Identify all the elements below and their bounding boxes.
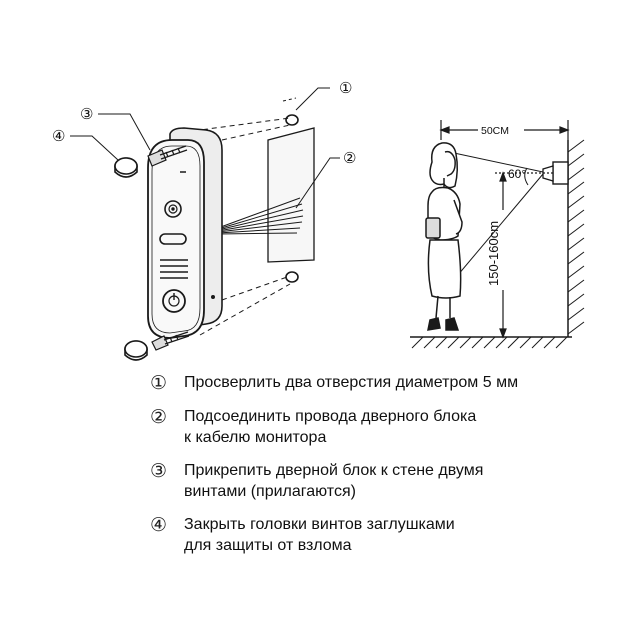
- step-line: Прикрепить дверной блок к стене двумя: [184, 462, 484, 479]
- wire-bundle-icon: [217, 197, 304, 235]
- mounted-unit: [552, 161, 569, 185]
- bell-button-icon: [162, 289, 186, 313]
- step-1: ① Просверлить два отверстия диаметром 5 …: [150, 372, 620, 394]
- person-figure: [425, 142, 463, 331]
- camera-lens-icon: [164, 200, 182, 218]
- drill-hole-top: [285, 114, 299, 126]
- wall-hatch: [567, 139, 585, 335]
- distance-label: 50CM: [481, 125, 509, 137]
- step-line: к кабелю монитора: [184, 429, 327, 446]
- step-number: ④: [150, 514, 168, 536]
- step-line: для защиты от взлома: [184, 537, 352, 554]
- callout-1: ①: [339, 80, 352, 97]
- drill-hole-bottom: [285, 271, 299, 283]
- step-text: Закрыть головки винтов заглушками для за…: [184, 514, 455, 556]
- instruction-steps: ① Просверлить два отверстия диаметром 5 …: [150, 372, 620, 568]
- panel-front: [147, 139, 205, 339]
- callout-4: ④: [52, 128, 65, 145]
- step-number: ①: [150, 372, 168, 394]
- step-line: Просверлить два отверстия диаметром 5 мм: [184, 374, 519, 391]
- step-text: Прикрепить дверной блок к стене двумя ви…: [184, 460, 483, 502]
- step-text: Просверлить два отверстия диаметром 5 мм: [184, 372, 518, 393]
- step-4: ④ Закрыть головки винтов заглушками для …: [150, 514, 620, 556]
- step-number: ③: [150, 460, 168, 482]
- step-2: ② Подсоединить провода дверного блока к …: [150, 406, 620, 448]
- screw-icon: [147, 145, 188, 167]
- step-line: Закрыть головки винтов заглушками: [184, 516, 455, 533]
- step-text: Подсоединить провода дверного блока к ка…: [184, 406, 476, 448]
- step-number: ②: [150, 406, 168, 428]
- projection-lines: [184, 117, 291, 336]
- cap-icon: [124, 340, 148, 361]
- door-panel-assembly: [70, 87, 340, 361]
- floor-hatch: [411, 336, 568, 349]
- step-3: ③ Прикрепить дверной блок к стене двумя …: [150, 460, 620, 502]
- speaker-grille-icon: [160, 259, 188, 279]
- mounting-height-diagram: [410, 120, 585, 349]
- leader-lines: [70, 87, 340, 209]
- screw-icon: [151, 331, 190, 351]
- height-label: 150-160cm: [486, 221, 501, 286]
- view-angle-lines: [439, 149, 544, 283]
- height-dimension: [495, 171, 555, 339]
- callouts: ① ② ③ ④: [52, 80, 356, 167]
- led-bar: [159, 233, 187, 245]
- distance-dimension: [439, 120, 570, 140]
- installation-diagram: ① ② ③ ④: [52, 80, 585, 361]
- wall-plate: [267, 127, 315, 263]
- angle-label: 60°: [508, 167, 526, 181]
- callout-3: ③: [80, 106, 93, 123]
- step-line: Подсоединить провода дверного блока: [184, 408, 477, 425]
- cap-icon: [114, 157, 138, 178]
- step-line: винтами (прилагаются): [184, 483, 356, 500]
- callout-2: ②: [343, 150, 356, 167]
